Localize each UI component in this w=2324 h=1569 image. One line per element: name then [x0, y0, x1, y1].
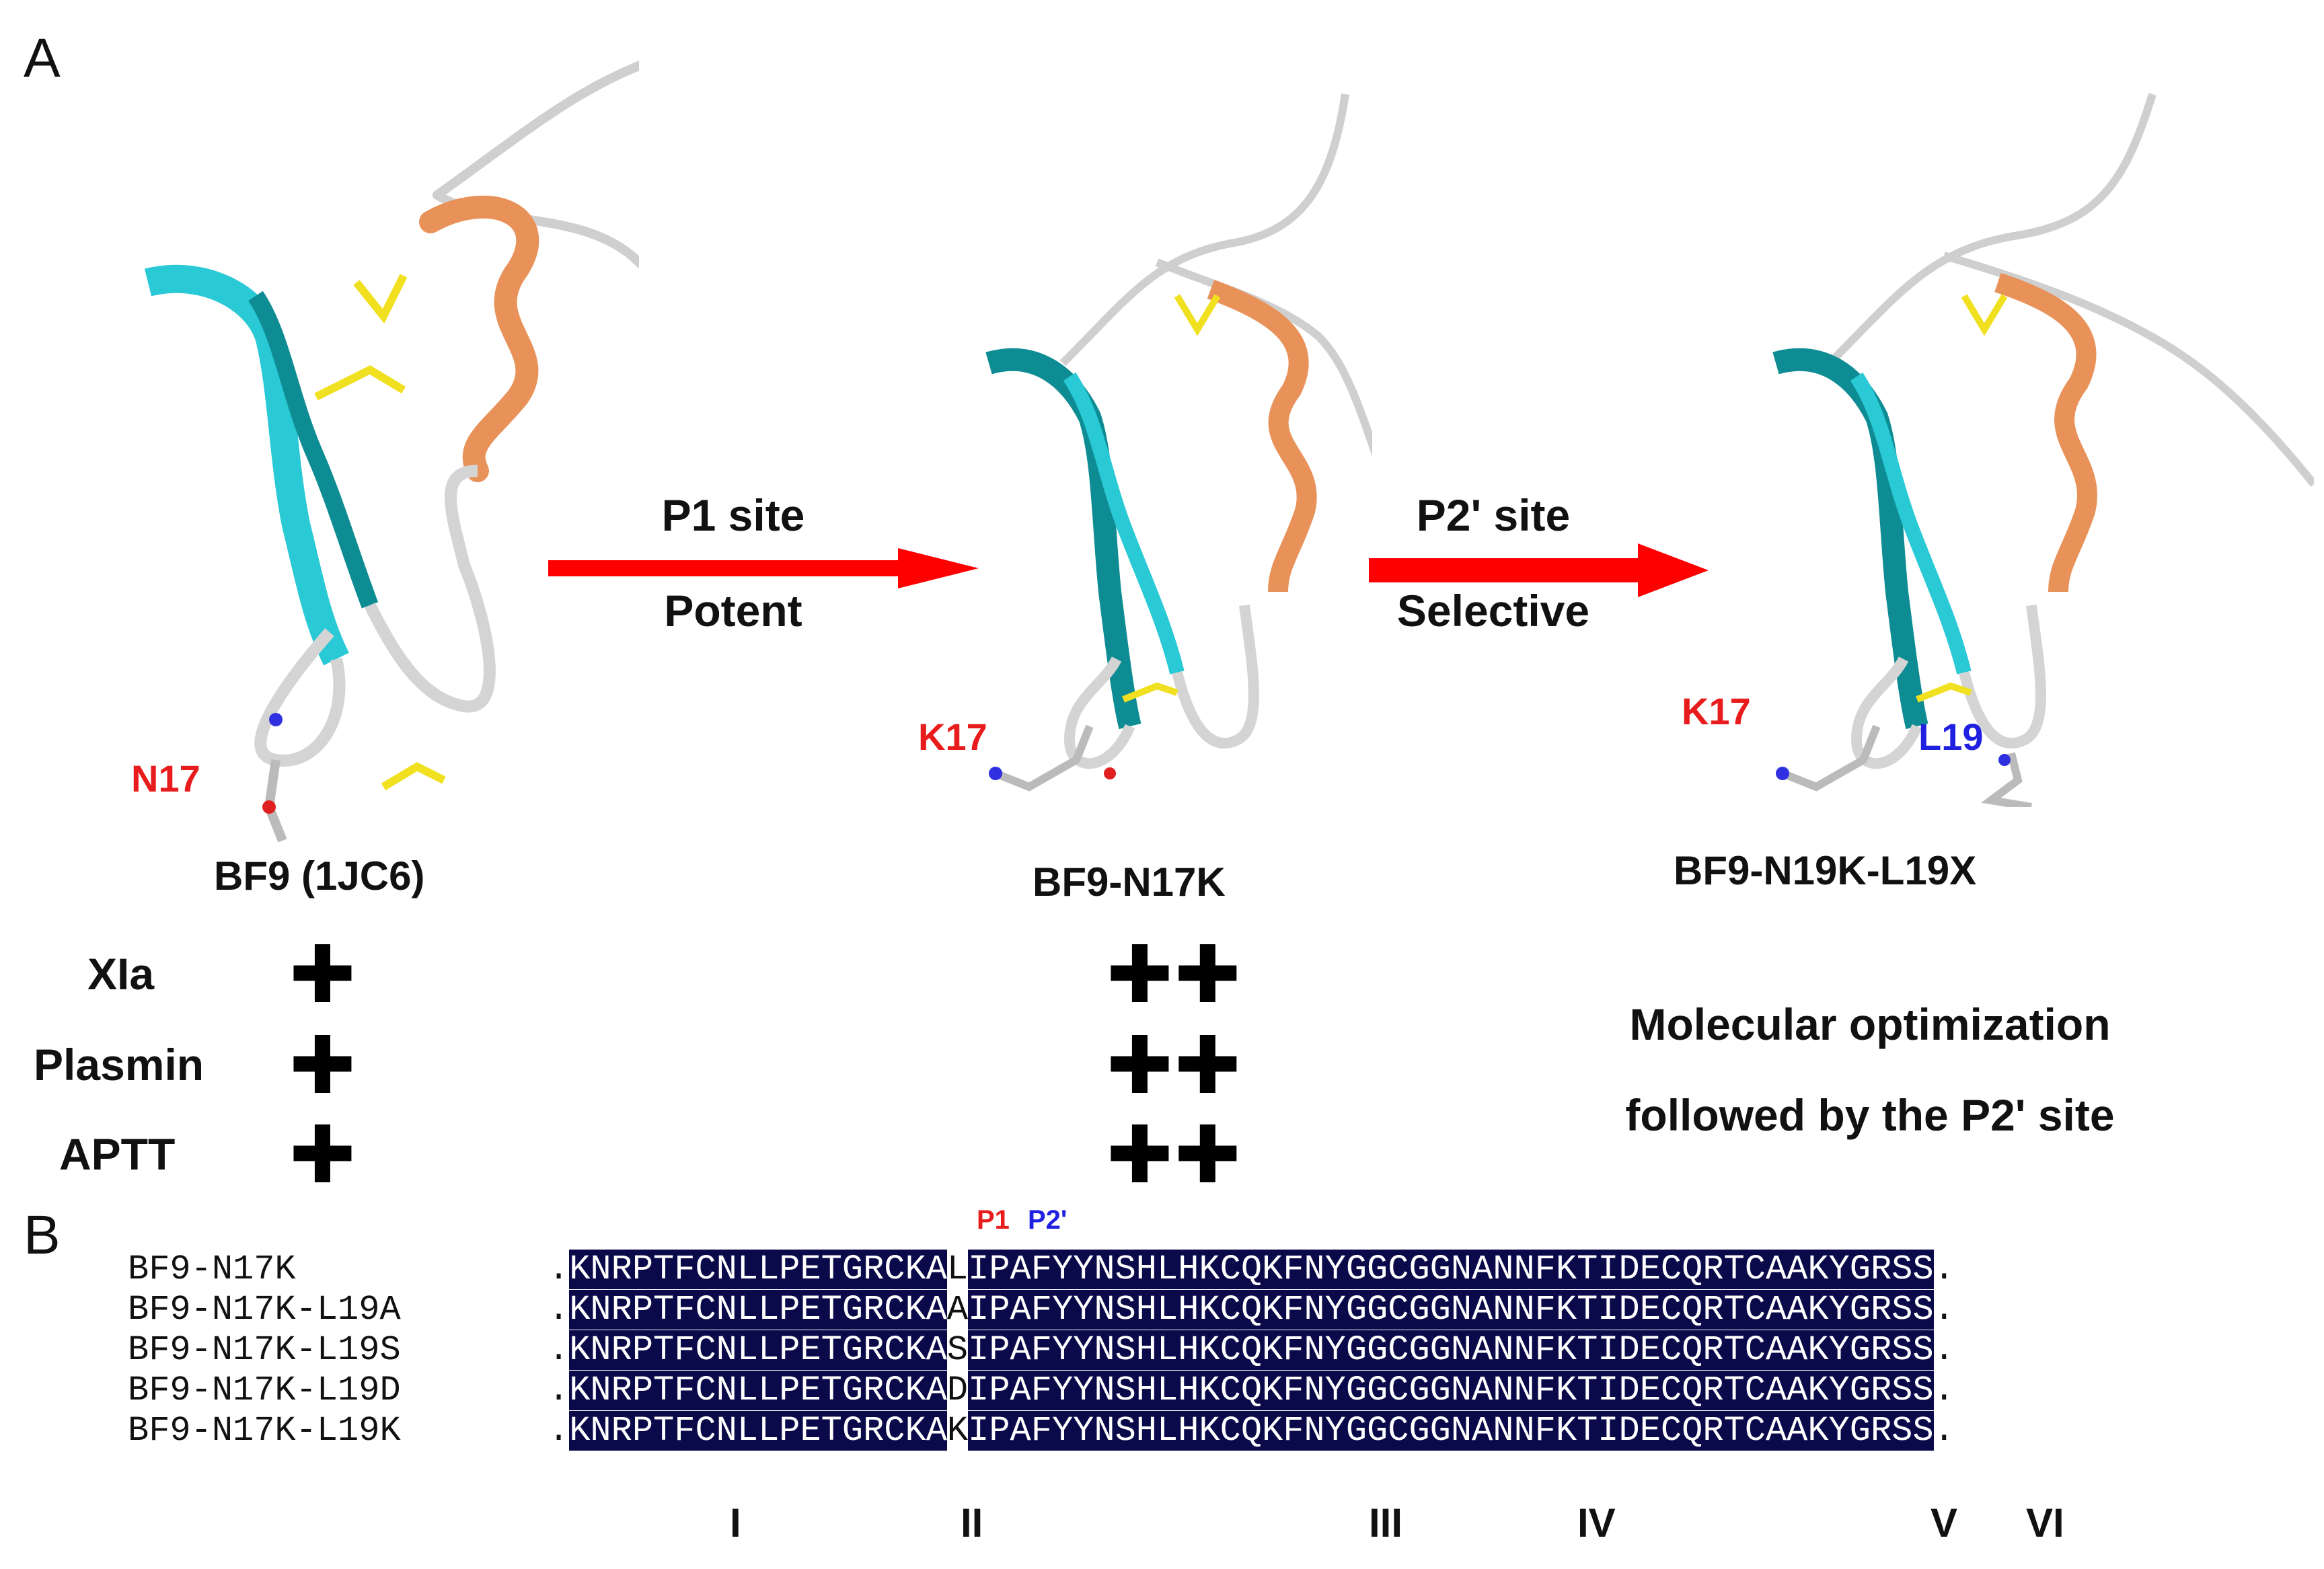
roman-label-iii: III — [1369, 1500, 1403, 1545]
assay-label-aptt: APTT — [59, 1129, 176, 1179]
n17k-aptt-plus-icon: ✚✚ — [1107, 1108, 1242, 1201]
bf9-n17k-structure-name: BF9-N17K — [1033, 859, 1226, 905]
bf9-structure-name: BF9 (1JC6) — [214, 853, 425, 898]
arrow1-bottom-label: Potent — [664, 586, 802, 636]
arrow1-top-label: P1 site — [661, 490, 805, 540]
bf9-n19k-l19x-structure-name: BF9-N19K-L19X — [1674, 848, 1977, 893]
roman-label-v: V — [1931, 1500, 1958, 1545]
sequence-name-list: BF9-N17K BF9-N17K-L19A BF9-N17K-L19S BF9… — [128, 1250, 401, 1451]
arrow1-icon — [548, 548, 979, 588]
bf9-n17k-structure-image — [985, 93, 1372, 792]
bf9-residue-label: N17 — [131, 757, 200, 800]
assay-label-plasmin: Plasmin — [34, 1040, 204, 1089]
panel-label-b: B — [24, 1204, 61, 1266]
note-line-2: followed by the P2' site — [1625, 1090, 2115, 1140]
alignment-row: .KNRPTFCNLLPETGRCKASIPAFYYNSHLHKCQKFNYGG… — [548, 1330, 1955, 1370]
alignment-row: .KNRPTFCNLLPETGRCKADIPAFYYNSHLHKCQKFNYGG… — [548, 1371, 1955, 1410]
bf9-xia-plus-icon: ✚ — [289, 928, 356, 1021]
site-label-p2prime: P2' — [1028, 1205, 1067, 1235]
note-line-1: Molecular optimization — [1629, 999, 2111, 1049]
arrow2-icon — [1369, 543, 1709, 597]
sequence-name: BF9-N17K — [128, 1250, 296, 1289]
roman-label-vi: VI — [2026, 1500, 2064, 1545]
assay-label-xia: XIa — [87, 949, 155, 999]
sequence-name: BF9-N17K-L19S — [128, 1330, 401, 1370]
bf9-n19k-l19x-structure-image — [1772, 93, 2314, 807]
roman-label-i: I — [730, 1500, 741, 1545]
n19k-k17-residue-label: K17 — [1682, 690, 1751, 732]
panel-label-a: A — [24, 28, 61, 89]
alignment-row: .KNRPTFCNLLPETGRCKAAIPAFYYNSHLHKCQKFNYGG… — [548, 1290, 1955, 1330]
alignment-block: .KNRPTFCNLLPETGRCKALIPAFYYNSHLHKCQKFNYGG… — [548, 1250, 1955, 1451]
roman-label-ii: II — [961, 1500, 983, 1545]
alignment-row: .KNRPTFCNLLPETGRCKALIPAFYYNSHLHKCQKFNYGG… — [548, 1250, 1955, 1289]
roman-label-iv: IV — [1577, 1500, 1616, 1545]
arrow2-bottom-label: Selective — [1396, 586, 1590, 636]
alignment-row: .KNRPTFCNLLPETGRCKAKIPAFYYNSHLHKCQKFNYGG… — [548, 1411, 1955, 1451]
sequence-name: BF9-N17K-L19A — [128, 1290, 401, 1330]
n17k-plasmin-plus-icon: ✚✚ — [1107, 1019, 1242, 1112]
sequence-name: BF9-N17K-L19K — [128, 1411, 401, 1451]
n17k-xia-plus-icon: ✚✚ — [1107, 928, 1242, 1021]
bf9-plasmin-plus-icon: ✚ — [289, 1019, 356, 1112]
n17k-residue-label: K17 — [918, 716, 987, 758]
site-label-p1: P1 — [977, 1205, 1010, 1235]
arrow2-top-label: P2' site — [1416, 490, 1571, 540]
sequence-name: BF9-N17K-L19D — [128, 1371, 401, 1410]
bf9-aptt-plus-icon: ✚ — [289, 1108, 356, 1201]
bf9-structure-image — [144, 61, 639, 843]
n19k-l19-residue-label: L19 — [1918, 716, 1984, 758]
